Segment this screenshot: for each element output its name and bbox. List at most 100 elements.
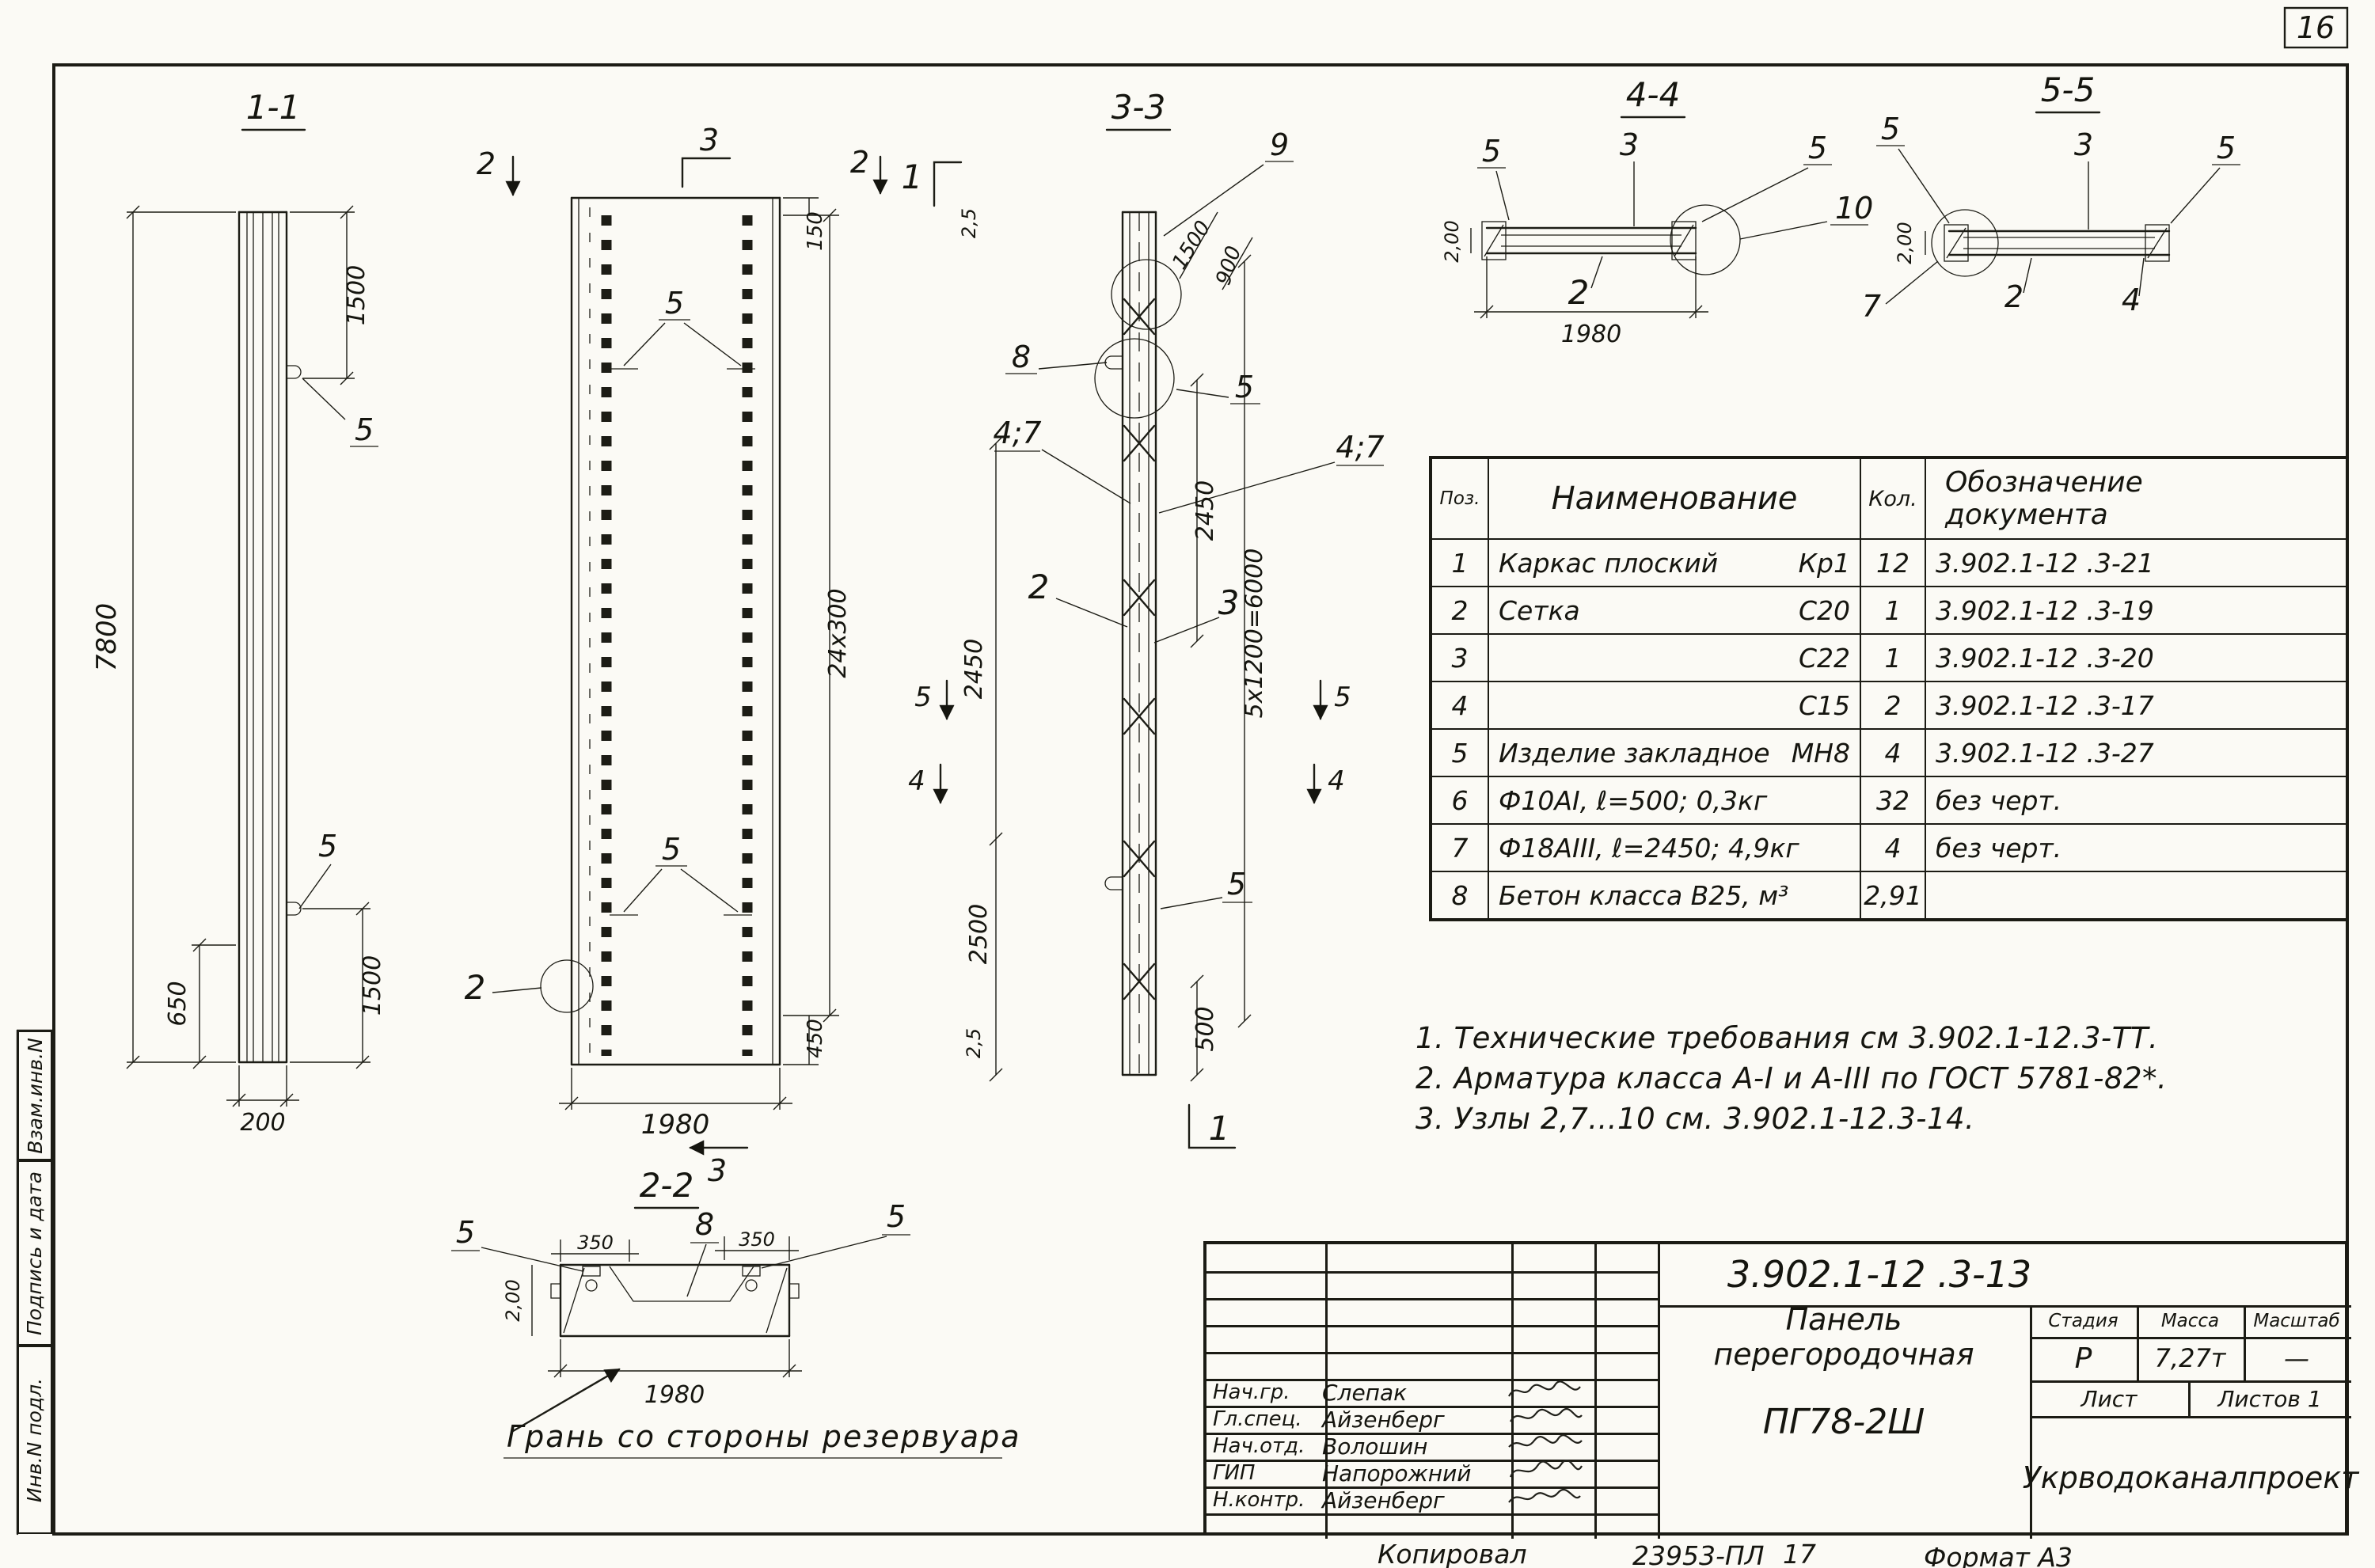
footer-format: Формат А3 (1924, 1542, 2073, 1568)
view-2-2: 2-2 5 8 5 350 350 2,00 (451, 1166, 1020, 1459)
callout-5: 5 (1227, 867, 1246, 902)
callout-10: 10 (1835, 191, 1873, 226)
organization: Укрводоканалпроект (2022, 1460, 2359, 1495)
person-row: ГИП Напорожний (1206, 1459, 1658, 1486)
person-name: Слепак (1322, 1379, 1408, 1406)
spec-table: Поз. Наименование Кол. Обозначение докум… (1429, 456, 2349, 921)
cell-name: Ф18АIII, ℓ=2450; 4,9кг (1499, 832, 1799, 864)
note-3: 3. Узлы 2,7...10 см. 3.902.1-12.3-14. (1416, 1102, 1975, 1136)
cell-name2: С20 (1798, 594, 1850, 626)
callout-4-7: 4;7 (1336, 430, 1384, 465)
callout-3: 3 (1620, 127, 1639, 162)
cell-qty: 4 (1860, 825, 1925, 871)
cell-name: Бетон класса В25, м³ (1499, 879, 1789, 911)
stage-value: Р (2074, 1342, 2092, 1375)
dim-1980: 1980 (1561, 321, 1621, 348)
col-header-name: Наименование (1488, 459, 1860, 538)
margin-label: Инв.N подл. (23, 1377, 47, 1502)
cut-mark-4: 4 (908, 765, 925, 797)
callout-3: 3 (2074, 127, 2093, 162)
cell-doc: 3.902.1-12 .3-20 (1925, 635, 2346, 681)
cell-pos: 6 (1451, 784, 1469, 816)
callout-5: 5 (1482, 134, 1501, 169)
view-3-3-title: 3-3 (1112, 88, 1166, 127)
callout-5: 5 (665, 286, 684, 321)
embed-hook-top (287, 365, 302, 379)
table-row: 7 Ф18АIII, ℓ=2450; 4,9кг 4 без черт. (1432, 823, 2346, 871)
cut-mark-5: 5 (1334, 681, 1351, 713)
cut-mark-4: 4 (1328, 765, 1345, 797)
spec-header-row: Поз. Наименование Кол. Обозначение докум… (1432, 459, 2346, 538)
rebar-cross (1123, 697, 1156, 735)
view-5-5-title: 5-5 (2041, 70, 2096, 109)
callout-8: 8 (695, 1207, 714, 1242)
callout-4: 4 (2122, 283, 2141, 317)
callout-5: 5 (318, 829, 337, 864)
dim-450: 450 (804, 1019, 827, 1058)
cut-mark-2: 2 (850, 145, 869, 180)
signature (1506, 1379, 1593, 1406)
rebar-cross (1123, 840, 1156, 878)
cell-doc: без черт. (1925, 777, 2346, 823)
callout-7: 7 (1862, 289, 1881, 324)
view-2-2-title: 2-2 (640, 1166, 694, 1205)
cut-mark-1: 1 (1209, 1109, 1230, 1148)
dim-2450: 2450 (960, 639, 988, 699)
note-1: 1. Технические требования см 3.902.1-12.… (1416, 1021, 2159, 1055)
cell-pos: 4 (1451, 689, 1469, 721)
footer-code: 23953-ПЛ (1632, 1540, 1765, 1568)
cell-doc (1925, 872, 2346, 918)
mass-value: 7,27т (2154, 1343, 2226, 1373)
tank-face-note: Грань со стороны резервуара (507, 1419, 1020, 1454)
table-row: 8 Бетон класса В25, м³ 2,91 (1432, 871, 2346, 918)
role-label: Нач.гр. (1213, 1380, 1290, 1404)
dim-5x1200: 5х1200=6000 (1241, 549, 1268, 719)
margin-label: Взам.инв.N (23, 1037, 47, 1154)
cell-name2: Кр1 (1798, 547, 1850, 579)
note-2: 2. Арматура класса А-I и А-III по ГОСТ 5… (1416, 1061, 2168, 1095)
cell-doc: без черт. (1925, 825, 2346, 871)
callout-2: 2 (465, 968, 486, 1007)
cell-name2: МН8 (1791, 737, 1850, 769)
signature (1506, 1406, 1593, 1433)
cell-name: Сетка (1499, 594, 1580, 626)
sheet-label: Лист (2080, 1385, 2138, 1412)
dim-900: 900 (1211, 243, 1246, 287)
signature (1506, 1459, 1593, 1486)
dim-thickness: 2,00 (1894, 222, 1916, 264)
dim-1500: 1500 (1168, 217, 1216, 274)
col-header-pos: Поз. (1439, 488, 1480, 509)
table-row: 6 Ф10АI, ℓ=500; 0,3кг 32 без черт. (1432, 776, 2346, 823)
product-code: ПГ78-2Ш (1762, 1401, 1925, 1442)
cell-pos: 7 (1451, 832, 1469, 864)
callout-5: 5 (662, 832, 681, 867)
role-label: Н.контр. (1213, 1488, 1305, 1512)
dim-150: 150 (804, 211, 827, 251)
cut-mark-3: 3 (708, 1153, 727, 1188)
detail-circle (1094, 338, 1175, 419)
cell-pos: 8 (1451, 879, 1469, 911)
cell-doc: 3.902.1-12 .3-27 (1925, 730, 2346, 776)
dim-1980: 1980 (644, 1381, 705, 1409)
dim-2-5: 2,5 (958, 208, 980, 238)
cell-pos: 5 (1451, 737, 1469, 769)
scale-value: — (2284, 1343, 2309, 1373)
cell-doc: 3.902.1-12 .3-17 (1925, 682, 2346, 728)
dim-650: 650 (164, 981, 192, 1026)
dim-thickness: 2,00 (502, 1279, 524, 1321)
dim-350: 350 (739, 1228, 775, 1251)
callout-4-7: 4;7 (993, 416, 1041, 450)
rebar-cross (1123, 298, 1156, 336)
cell-pos: 3 (1451, 642, 1469, 674)
dim-200: 200 (240, 1109, 285, 1137)
margin-box-podpis: Подпись и дата (17, 1160, 52, 1346)
person-row: Гл.спец. Айзенберг (1206, 1406, 1658, 1433)
dim-500: 500 (1191, 1006, 1219, 1051)
view-4-4-title: 4-4 (1626, 75, 1681, 114)
callout-9: 9 (1270, 127, 1289, 162)
person-name: Напорожний (1322, 1460, 1472, 1486)
cell-qty: 12 (1860, 540, 1925, 586)
margin-box-inv: Инв.N подл. (17, 1346, 52, 1534)
